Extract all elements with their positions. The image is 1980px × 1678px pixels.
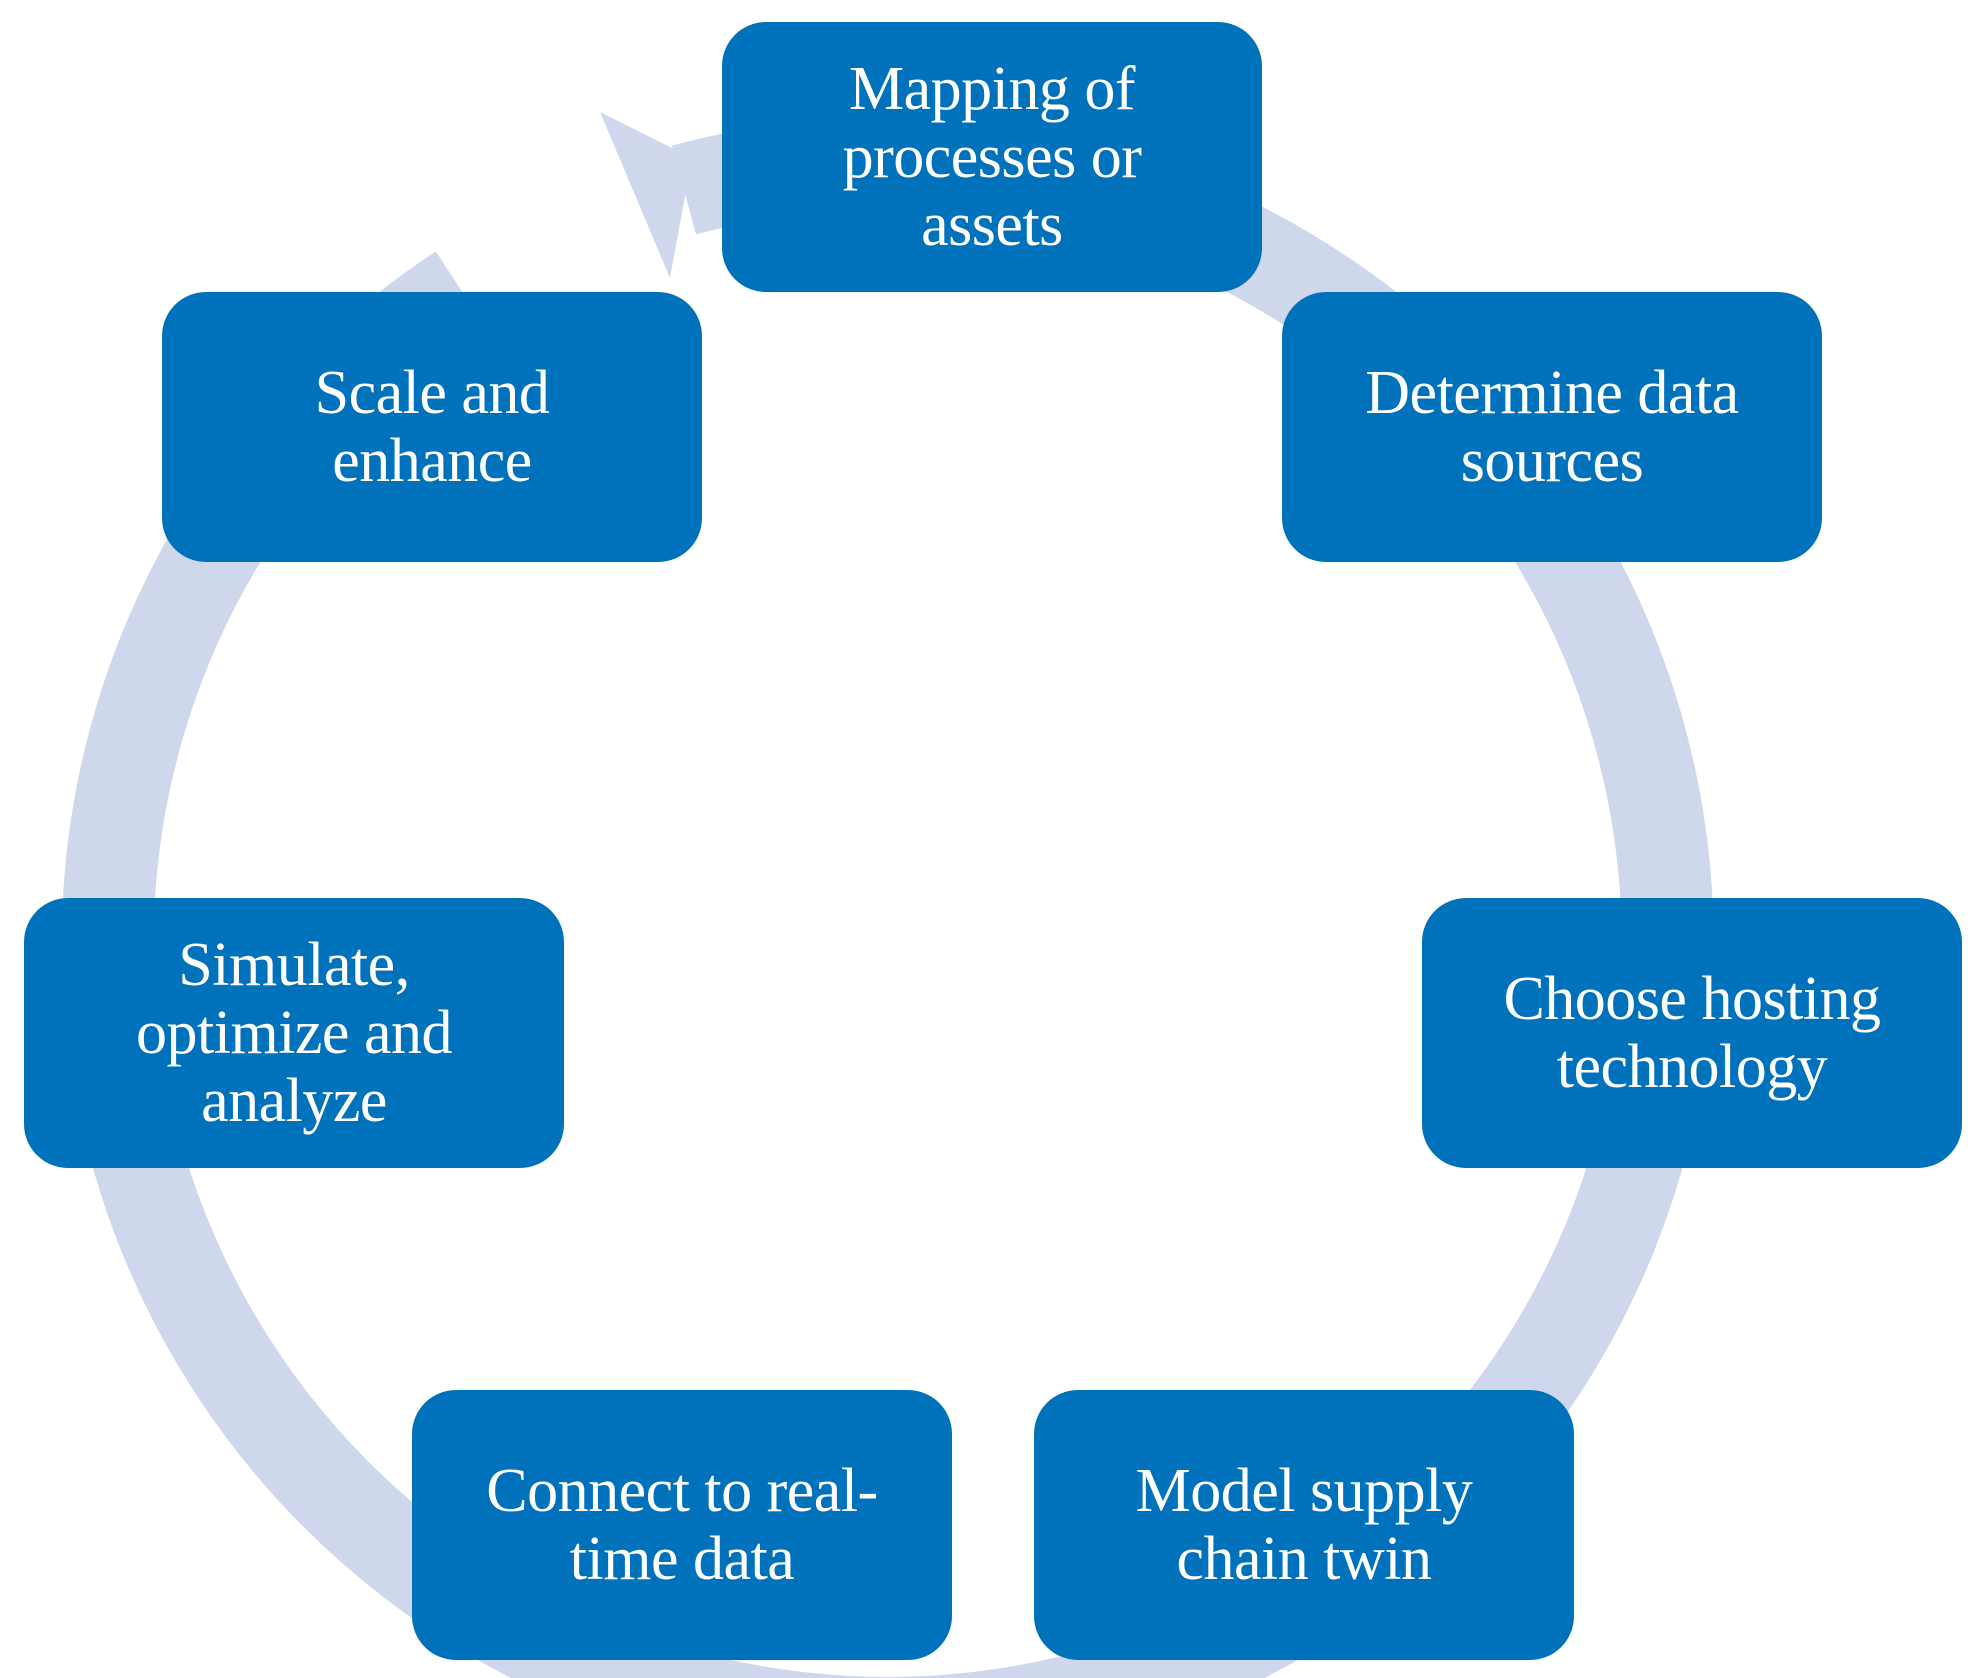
- step-mapping-processes: Mapping of processes or assets: [722, 22, 1262, 292]
- step-scale-enhance: Scale and enhance: [162, 292, 702, 562]
- step-label: Scale and enhance: [314, 359, 550, 495]
- step-label: Mapping of processes or assets: [842, 55, 1142, 259]
- step-label: Model supply chain twin: [1135, 1457, 1473, 1593]
- step-label: Connect to real- time data: [486, 1457, 878, 1593]
- step-label: Determine data sources: [1365, 359, 1739, 495]
- cycle-arrowhead-icon: [600, 112, 692, 278]
- step-label: Simulate, optimize and analyze: [136, 931, 452, 1135]
- step-choose-hosting: Choose hosting technology: [1422, 898, 1962, 1168]
- step-model-supply-chain-twin: Model supply chain twin: [1034, 1390, 1574, 1660]
- step-simulate-optimize-analyze: Simulate, optimize and analyze: [24, 898, 564, 1168]
- step-connect-real-time-data: Connect to real- time data: [412, 1390, 952, 1660]
- step-label: Choose hosting technology: [1503, 965, 1881, 1101]
- step-determine-data-sources: Determine data sources: [1282, 292, 1822, 562]
